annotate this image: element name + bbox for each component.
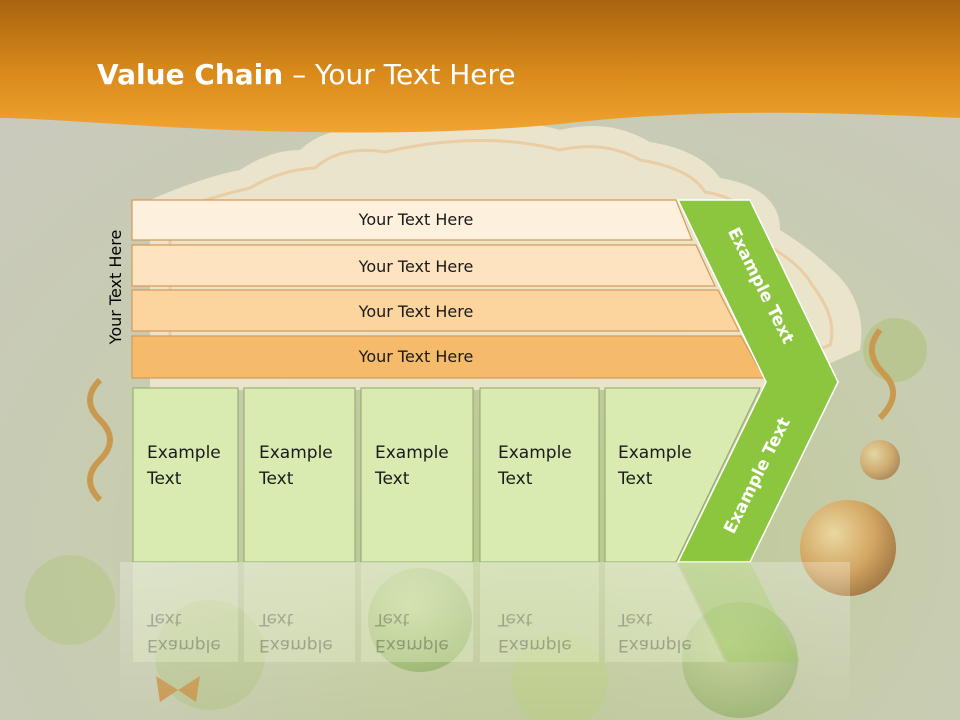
bar-1 xyxy=(131,199,693,241)
box-1-line2: Text xyxy=(146,469,182,489)
box-2 xyxy=(243,387,356,563)
ribbon-left xyxy=(87,377,113,503)
bar-3 xyxy=(131,289,740,332)
bar-1-label: Your Text Here xyxy=(358,210,474,229)
box-2-line1: Example xyxy=(259,443,333,463)
gold-ornament xyxy=(860,440,900,480)
box-5-text: Example Text xyxy=(617,443,697,489)
box-2-text: Example Text xyxy=(258,443,338,489)
box-3-line1: Example xyxy=(375,443,449,463)
bar-2-label: Your Text Here xyxy=(358,257,474,276)
box-1-line1: Example xyxy=(147,443,221,463)
box-4-line1: Example xyxy=(498,443,572,463)
box-row: Example Text Example Text Example Text E… xyxy=(132,387,761,563)
box-5-line1: Example xyxy=(618,443,692,463)
header-banner xyxy=(0,0,960,133)
box-3-line2: Text xyxy=(374,469,410,489)
bar-stack: Your Text Here Your Text Here Your Text … xyxy=(131,199,766,379)
chevron: Example Text Example Text xyxy=(676,199,839,563)
slide-title: Value Chain – Your Text Here xyxy=(97,58,516,91)
box-4 xyxy=(479,387,600,563)
box-2-line2: Text xyxy=(258,469,294,489)
ribbon-right xyxy=(869,328,896,421)
box-1-text: Example Text xyxy=(146,443,226,489)
box-4-line2: Text xyxy=(497,469,533,489)
box-3 xyxy=(360,387,474,563)
box-3-text: Example Text xyxy=(374,443,454,489)
reflection-fade xyxy=(120,562,850,720)
bar-3-label: Your Text Here xyxy=(358,302,474,321)
bar-4-label: Your Text Here xyxy=(358,347,474,366)
title-bold: Value Chain xyxy=(97,58,283,91)
side-label: Your Text Here xyxy=(106,230,125,346)
title-rest: – Your Text Here xyxy=(283,58,515,91)
bokeh-dot xyxy=(25,555,115,645)
box-4-text: Example Text xyxy=(497,443,577,489)
bar-2 xyxy=(131,244,716,287)
box-5-line2: Text xyxy=(617,469,653,489)
